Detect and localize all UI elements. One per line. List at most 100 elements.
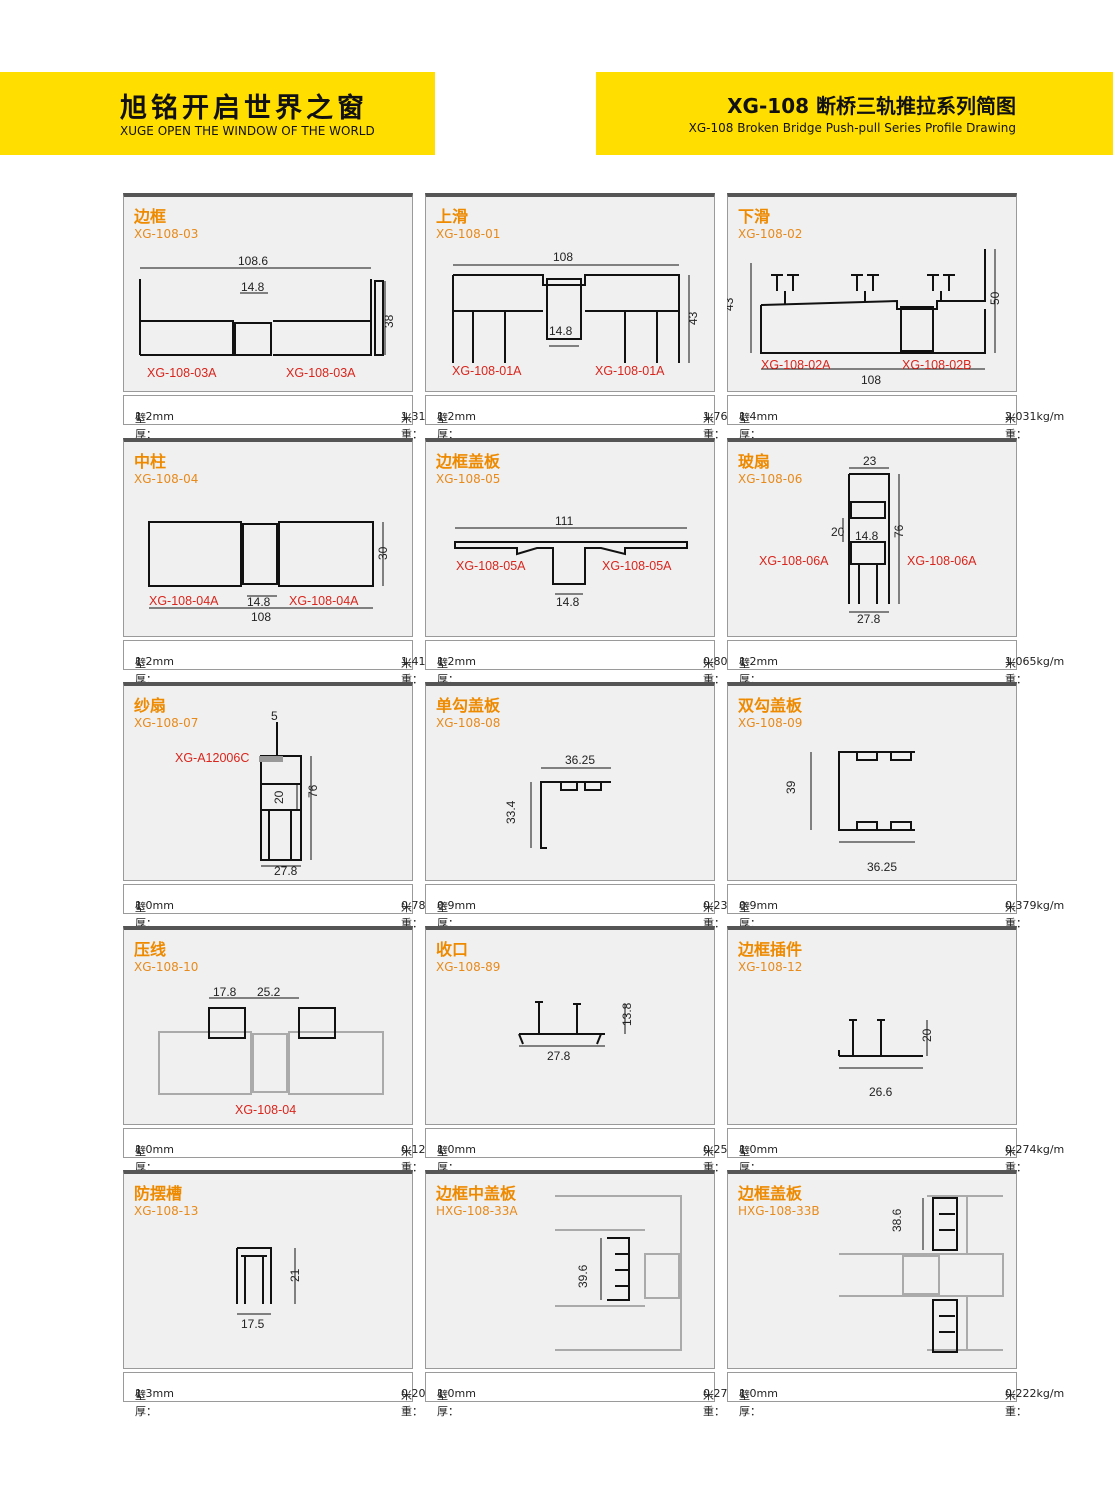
- profile-code: XG-108-09: [738, 716, 803, 730]
- profile-drawing: 13.8 27.8: [518, 1001, 634, 1063]
- profile-drawing: 39 36.25: [784, 751, 915, 874]
- dimension-label: 38.6: [890, 1208, 904, 1232]
- profile-code: XG-108-13: [134, 1204, 199, 1218]
- wall-thickness: 1.0mm: [437, 1387, 476, 1400]
- profile-drawing: 5 20 76 27.8 XG-A12006C: [175, 709, 320, 878]
- wall-thickness: 0.9mm: [739, 899, 778, 912]
- drawing-panel: [727, 193, 1017, 392]
- spec-footer: 壁厚：1.0mm 米重：0.274kg/m: [727, 1128, 1064, 1174]
- part-tag: XG-108-04A: [289, 594, 359, 608]
- meter-weight: 2.031kg/m: [1005, 410, 1065, 423]
- wall-thickness: 1.4mm: [739, 410, 778, 423]
- dimension-label: 39: [784, 780, 798, 794]
- dimension-label: 17.5: [241, 1317, 265, 1331]
- profile-name: 中柱: [134, 452, 167, 471]
- wall-thickness: 1.0mm: [437, 1143, 476, 1156]
- meter-weight: 0.379kg/m: [1005, 899, 1065, 912]
- profile-name: 防摆槽: [134, 1184, 183, 1203]
- profile-code: XG-108-05: [436, 472, 501, 486]
- dimension-label: 5: [271, 709, 278, 723]
- dimension-label: 14.8: [855, 529, 879, 543]
- dimension-label: 14.8: [549, 324, 573, 338]
- profile-drawing: 38.6: [839, 1195, 1004, 1353]
- spec-footer: 壁厚：0.9mm 米重：0.379kg/m: [727, 884, 1064, 930]
- profile-name: 边框中盖板: [436, 1184, 517, 1203]
- brand-slogan: XUGE OPEN THE WINDOW OF THE WORLD: [120, 124, 375, 138]
- dimension-label: 17.8: [213, 985, 237, 999]
- profile-drawing: 21 17.5: [236, 1247, 302, 1331]
- profile-name: 玻扇: [738, 452, 771, 471]
- dimension-label: 43: [727, 297, 736, 311]
- drawing-panel: [425, 1170, 715, 1369]
- wall-thickness: 1.0mm: [135, 1143, 174, 1156]
- drawing-panel: [123, 1170, 413, 1369]
- part-tag: XG-108-04: [235, 1103, 296, 1117]
- dimension-label: 76: [892, 524, 906, 538]
- profile-card: 防摆槽 XG-108-13 21 17.5 壁厚：1.3mm 米重：0.205k…: [123, 1170, 460, 1418]
- wall-thickness: 1.0mm: [739, 1387, 778, 1400]
- wall-thickness: 1.2mm: [437, 410, 476, 423]
- wall-thickness: 1.0mm: [739, 1143, 778, 1156]
- spec-footer: 壁厚：1.2mm 米重：1.315kg/m: [123, 395, 460, 441]
- series-title: XG-108 断桥三轨推拉系列简图: [727, 94, 1016, 118]
- profile-card: 玻扇 XG-108-06 23 20 14.8 76 27.8 XG-108-0…: [727, 438, 1064, 686]
- dimension-label: 36.25: [565, 753, 595, 767]
- profile-code: HXG-108-33A: [436, 1204, 518, 1218]
- dimension-label: 27.8: [547, 1049, 571, 1063]
- dimension-label: 39.6: [576, 1264, 590, 1288]
- profile-name: 上滑: [436, 207, 469, 226]
- drawing-panel: [727, 926, 1017, 1125]
- profile-drawing: 39.6: [555, 1195, 682, 1351]
- dimension-label: 108.6: [238, 254, 268, 268]
- drawing-panel: [727, 438, 1017, 637]
- profile-card: 边框盖板 XG-108-05 111 14.8 XG-108-05A XG-10…: [425, 438, 762, 686]
- profile-code: XG-108-12: [738, 960, 803, 974]
- profile-name: 边框盖板: [738, 1184, 803, 1203]
- wall-thickness: 1.2mm: [135, 410, 174, 423]
- dimension-label: 111: [555, 514, 574, 528]
- dimension-label: 30: [376, 546, 390, 560]
- profile-card: 边框插件 XG-108-12 20 26.6 壁厚：1.0mm 米重：0.274…: [727, 926, 1064, 1174]
- profile-drawing: 43 50 108 XG-108-02A XG-108-02B: [727, 249, 1002, 387]
- dimension-label: 108: [861, 373, 881, 387]
- profile-card: 边框盖板 HXG-108-33B 38.6 壁厚：1.0mm 米重：0.222k…: [727, 1170, 1064, 1418]
- dimension-label: 108: [553, 250, 573, 264]
- dimension-label: 27.8: [274, 864, 298, 878]
- profile-name: 下滑: [738, 207, 771, 226]
- spec-footer: 壁厚：1.2mm 米重：0.803kg/m: [425, 640, 762, 686]
- profile-card: 压线 XG-108-10 17.8 25.2 XG-108-04 壁厚：1.0m…: [123, 926, 460, 1174]
- wall-thickness: 1.3mm: [135, 1387, 174, 1400]
- part-tag: XG-108-05A: [456, 559, 526, 573]
- profile-name: 边框: [134, 207, 167, 226]
- dimension-label: 26.6: [869, 1085, 893, 1099]
- drawing-panel: [727, 682, 1017, 881]
- dimension-label: 108: [251, 610, 271, 624]
- spec-footer: 壁厚：1.2mm 米重：1.419kg/m: [123, 640, 460, 686]
- part-tag: XG-108-06A: [907, 554, 977, 568]
- meter-weight: 0.222kg/m: [1005, 1387, 1065, 1400]
- profile-code: XG-108-06: [738, 472, 803, 486]
- profile-name: 纱扇: [134, 696, 167, 715]
- profile-card: 上滑 XG-108-01 108 14.8 43 XG-108-01A XG-1…: [425, 193, 762, 441]
- profile-code: HXG-108-33B: [738, 1204, 820, 1218]
- part-tag: XG-108-03A: [147, 366, 217, 380]
- dimension-label: 43: [686, 311, 700, 325]
- spec-footer: 壁厚：0.9mm 米重：0.236kg/m: [425, 884, 762, 930]
- profile-name: 双勾盖板: [738, 696, 803, 715]
- profile-drawing: 20 26.6: [838, 1019, 934, 1099]
- meter-weight: 0.274kg/m: [1005, 1143, 1065, 1156]
- profile-name: 边框插件: [738, 940, 803, 959]
- dimension-label: 13.8: [620, 1002, 634, 1026]
- profile-drawing: 108.6 14.8 38 XG-108-03A XG-108-03A: [139, 254, 396, 380]
- part-tag: XG-108-06A: [759, 554, 829, 568]
- profile-code: XG-108-01: [436, 227, 501, 241]
- profile-card: 中柱 XG-108-04 30 14.8 108 XG-108-04A XG-1…: [123, 438, 460, 686]
- profile-card: 收口 XG-108-89 13.8 27.8 壁厚：1.0mm 米重：0.25k…: [425, 926, 755, 1174]
- profile-drawing: 30 14.8 108 XG-108-04A XG-108-04A: [148, 521, 390, 624]
- dimension-label: 14.8: [241, 280, 265, 294]
- drawing-panel: [425, 438, 715, 637]
- wall-thickness: 1.2mm: [739, 655, 778, 668]
- meter-weight: 1.065kg/m: [1005, 655, 1065, 668]
- dimension-label: 21: [288, 1268, 302, 1282]
- brand-title: 旭铭开启世界之窗: [120, 93, 368, 124]
